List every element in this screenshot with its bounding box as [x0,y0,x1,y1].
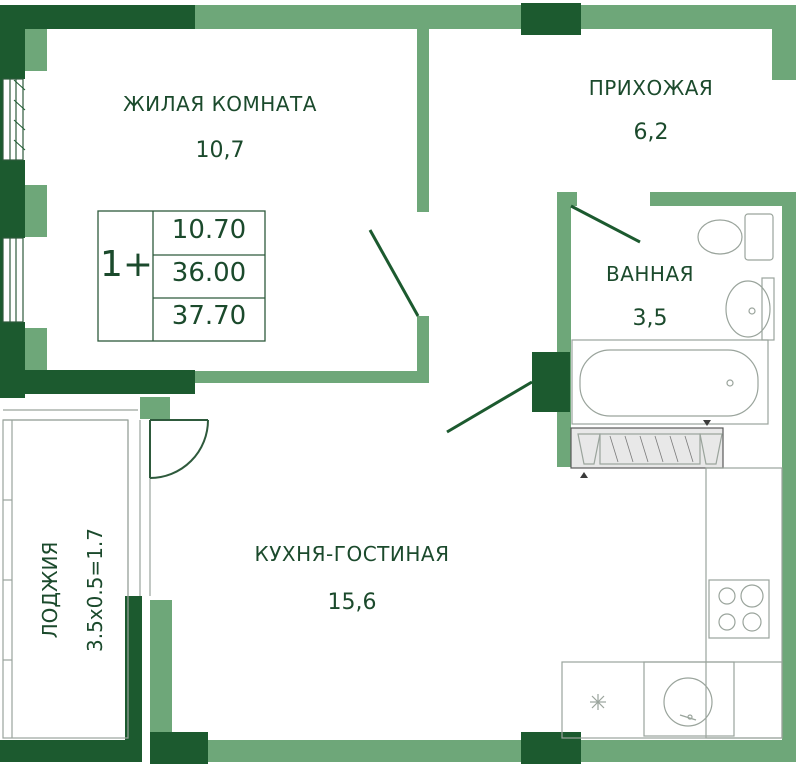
room-label-loggia: ЛОДЖИЯ [38,541,62,639]
doors [368,204,641,434]
room-label-living-room: ЖИЛАЯ КОМНАТА [123,92,317,116]
room-label-bathroom: ВАННАЯ [605,262,695,286]
room-area-living-room: 10,7 [195,138,245,163]
vent-markers [580,420,711,478]
window-frames [2,78,24,323]
walls-dark [0,3,581,764]
info-area-with-loggia: 37.70 [171,301,247,331]
room-label-hallway: ПРИХОЖАЯ [588,76,714,100]
info-living-area: 10.70 [171,215,247,245]
wall-hatch [13,79,26,151]
room-area-kitchen-living: 15,6 [327,590,377,615]
info-total-area: 36.00 [171,258,247,288]
room-area-bathroom: 3,5 [632,306,668,331]
bathroom-fixtures [570,213,775,469]
loggia-frame [2,409,151,739]
bathtub-hatch [609,435,694,463]
kitchen-fixtures [561,467,783,739]
room-label-kitchen-living: КУХНЯ-ГОСТИНАЯ [254,542,450,566]
room-area-loggia: 3.5x0.5=1.7 [83,528,107,653]
info-rooms-count: 1+ [100,244,154,285]
balcony-door [149,419,209,479]
room-area-hallway: 6,2 [633,120,669,145]
info-box-frame [97,210,266,342]
snowflake-icon [590,694,606,710]
